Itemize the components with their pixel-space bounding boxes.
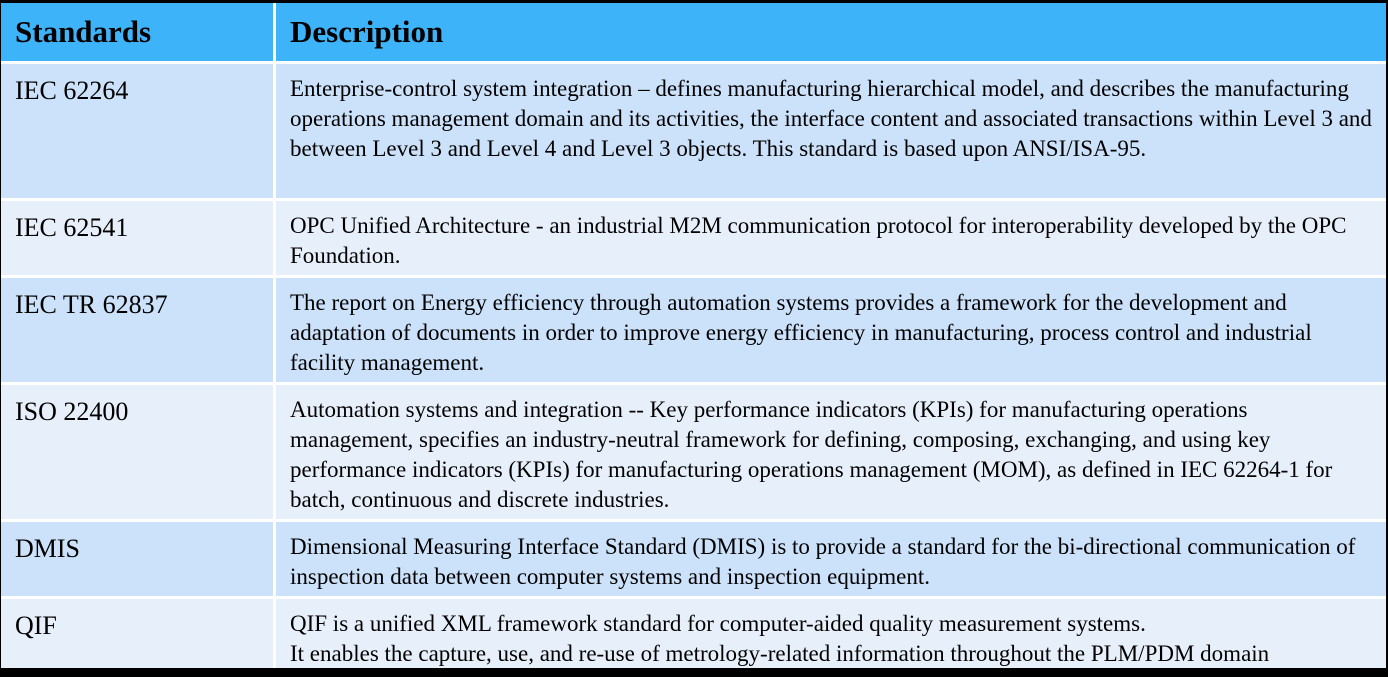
description-cell: Automation systems and integration -- Ke… — [276, 385, 1386, 522]
description-cell: Dimensional Measuring Interface Standard… — [276, 522, 1386, 599]
standard-cell: IEC 62264 — [1, 64, 276, 201]
table-row: IEC TR 62837 The report on Energy effici… — [1, 278, 1386, 385]
table-row: IEC 62541 OPC Unified Architecture - an … — [1, 201, 1386, 278]
description-line: QIF is a unified XML framework standard … — [290, 611, 1146, 636]
header-standards: Standards — [1, 3, 276, 64]
table-header-row: Standards Description — [1, 3, 1386, 64]
standard-cell: ISO 22400 — [1, 385, 276, 522]
description-cell: Enterprise-control system integration – … — [276, 64, 1386, 201]
header-description: Description — [276, 3, 1386, 64]
standard-cell: IEC TR 62837 — [1, 278, 276, 385]
standard-cell: QIF — [1, 599, 276, 673]
table-row: ISO 22400 Automation systems and integra… — [1, 385, 1386, 522]
bottom-frame-bar — [0, 668, 1388, 677]
description-line: It enables the capture, use, and re-use … — [290, 641, 1270, 666]
description-cell: The report on Energy efficiency through … — [276, 278, 1386, 385]
table-row: DMIS Dimensional Measuring Interface Sta… — [1, 522, 1386, 599]
table-row: IEC 62264 Enterprise-control system inte… — [1, 64, 1386, 201]
description-cell: OPC Unified Architecture - an industrial… — [276, 201, 1386, 278]
table-row: QIF QIF is a unified XML framework stand… — [1, 599, 1386, 673]
standard-cell: DMIS — [1, 522, 276, 599]
standards-table: Standards Description IEC 62264 Enterpri… — [1, 3, 1386, 673]
standard-cell: IEC 62541 — [1, 201, 276, 278]
description-cell: QIF is a unified XML framework standard … — [276, 599, 1386, 673]
